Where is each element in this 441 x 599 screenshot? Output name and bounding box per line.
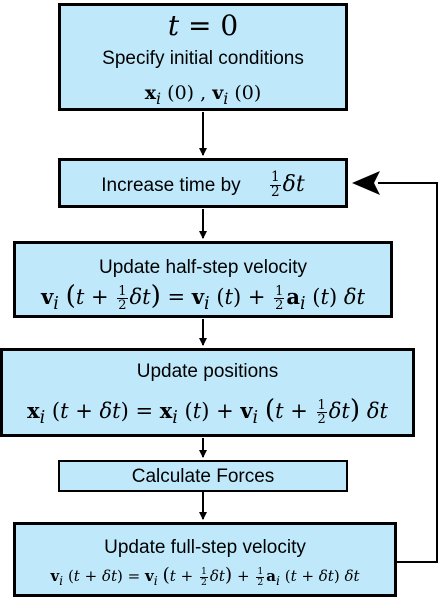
initial-conditions-formula: xi (0) , vi (0) bbox=[144, 82, 262, 108]
loop-back-arrow bbox=[378, 182, 438, 563]
loop-back-arrowhead bbox=[352, 171, 380, 195]
time-zero-title: t = 0 bbox=[61, 9, 345, 42]
half-step-velocity-label: Update half-step velocity bbox=[98, 257, 308, 278]
full-step-velocity-box: Update full-step velocity vi (t + δt) = … bbox=[13, 522, 397, 597]
calculate-forces-box: Calculate Forces bbox=[58, 460, 348, 492]
initial-conditions-label: Specify initial conditions bbox=[102, 48, 304, 69]
increase-time-label: Increase time by bbox=[101, 175, 241, 197]
update-positions-box: Update positions xi (t + δt) = xi (t) + … bbox=[0, 348, 415, 437]
update-positions-label: Update positions bbox=[136, 361, 279, 382]
initial-conditions-box: t = 0 Specify initial conditions xi (0) … bbox=[58, 3, 348, 111]
calculate-forces-label: Calculate Forces bbox=[131, 466, 275, 487]
time-variable: t bbox=[167, 9, 180, 42]
increase-time-row: Increase time by 1 2 δt bbox=[61, 169, 345, 200]
time-zero-value: = 0 bbox=[187, 9, 239, 42]
increase-time-box: Increase time by 1 2 δt bbox=[58, 158, 348, 208]
full-step-velocity-label: Update full-step velocity bbox=[104, 537, 306, 558]
half-delta-t: 1 2 δt bbox=[269, 169, 305, 200]
